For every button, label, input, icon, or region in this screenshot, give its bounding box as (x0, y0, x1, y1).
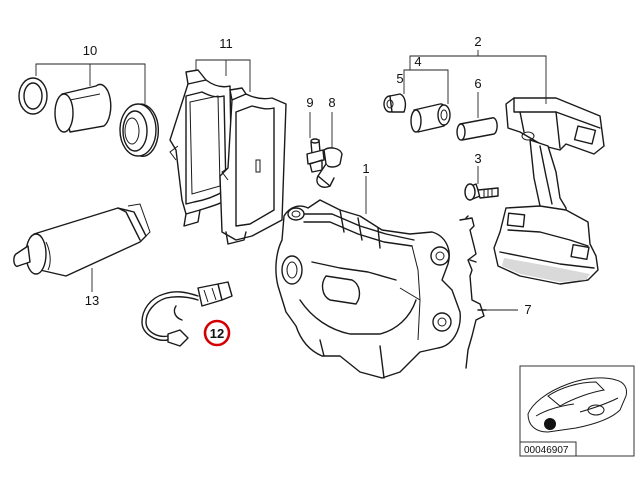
part-1-caliper-housing[interactable] (275, 199, 461, 379)
label-10: 10 (83, 43, 97, 58)
part-9-bleeder-valve[interactable] (306, 138, 325, 173)
part-13-grease-tube[interactable] (13, 203, 151, 277)
label-11: 11 (219, 36, 233, 51)
part-12-wear-sensor[interactable] (141, 281, 233, 347)
label-3: 3 (474, 151, 481, 166)
part-2-caliper-carrier[interactable] (493, 97, 605, 285)
part-8-bleeder-cap[interactable] (316, 147, 343, 188)
car-outline-icon (527, 377, 627, 433)
part-5-guide-bushing[interactable] (383, 93, 407, 113)
label-4: 4 (414, 54, 421, 69)
label-9: 9 (306, 95, 313, 110)
part-11-brake-pads[interactable] (169, 69, 287, 245)
label-8: 8 (328, 95, 335, 110)
inset-ref-code: 00046907 (524, 445, 569, 456)
label-12-highlight[interactable]: 12 (203, 319, 231, 347)
label-2: 2 (474, 34, 481, 49)
label-5: 5 (396, 71, 403, 86)
label-7: 7 (524, 302, 531, 317)
part-4-guide-sleeve[interactable] (410, 103, 451, 133)
part-6-guide-pin[interactable] (456, 117, 498, 141)
label-1: 1 (362, 161, 369, 176)
part-7-spring-clip[interactable] (459, 215, 487, 369)
part-3-bolt[interactable] (464, 183, 499, 201)
location-marker-icon (544, 418, 556, 430)
label-13: 13 (85, 293, 99, 308)
label-6: 6 (474, 76, 481, 91)
vehicle-location-inset: 00046907 (519, 365, 635, 457)
label-12: 12 (210, 326, 224, 341)
part-10-piston-set[interactable] (18, 77, 159, 157)
